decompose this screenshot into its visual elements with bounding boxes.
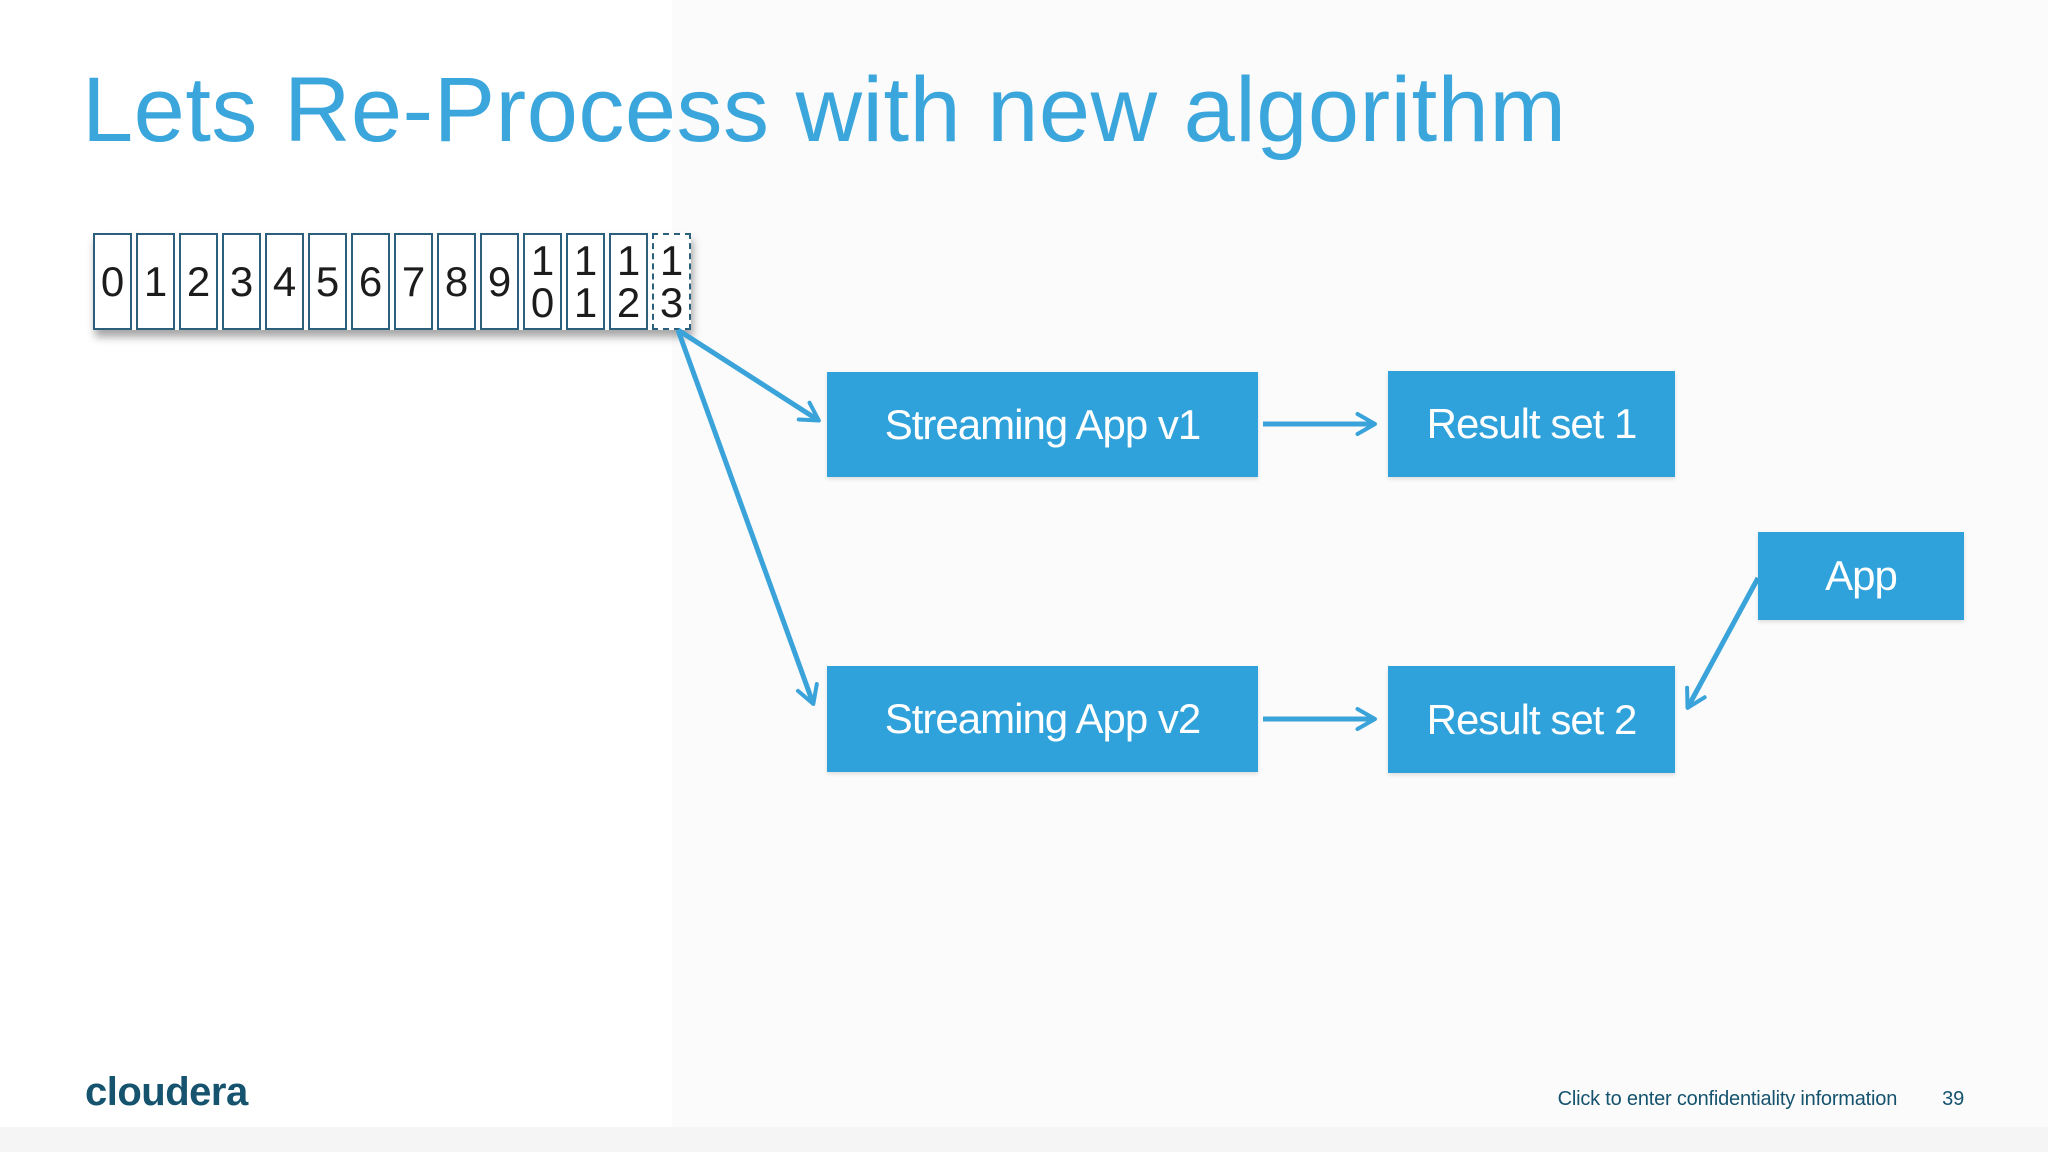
node-result-set-2: Result set 2 [1388, 666, 1675, 773]
arrow-app-to-result-set-2 [1685, 576, 1761, 710]
slide-footer: Click to enter confidentiality informati… [1557, 1088, 1965, 1111]
buffer-cell-4: 4 [265, 233, 304, 330]
background-tint-bottom [0, 1127, 2048, 1152]
buffer-cell-5: 5 [308, 233, 347, 330]
node-result-set-1-label: Result set 1 [1426, 400, 1638, 447]
buffer-cell-2: 2 [179, 233, 218, 330]
buffer-cell-7: 7 [394, 233, 433, 330]
buffer-cell-10: 10 [523, 233, 562, 330]
node-streaming-app-v1-label: Streaming App v1 [884, 400, 1202, 448]
cloudera-logo: cloudera [85, 1070, 248, 1114]
node-result-set-2-label: Result set 2 [1426, 695, 1638, 743]
buffer-cell-0: 0 [93, 233, 132, 330]
node-streaming-app-v1: Streaming App v1 [827, 372, 1258, 477]
buffer-cell-12: 12 [609, 233, 648, 330]
node-streaming-app-v2-label: Streaming App v2 [884, 695, 1202, 742]
buffer-cell-1: 1 [136, 233, 175, 330]
buffer-cell-8: 8 [437, 233, 476, 330]
node-app-label: App [1825, 552, 1898, 599]
buffer-cell-9: 9 [480, 233, 519, 330]
confidentiality-text: Click to enter confidentiality informati… [1557, 1088, 1898, 1110]
node-app: App [1758, 532, 1964, 620]
page-number: 39 [1942, 1088, 1964, 1110]
node-result-set-1: Result set 1 [1388, 371, 1675, 477]
buffer-cell-3: 3 [222, 233, 261, 330]
slide-title: Lets Re-Process with new algorithm [82, 59, 1567, 161]
buffer-cell-11: 11 [566, 233, 605, 330]
node-streaming-app-v2: Streaming App v2 [827, 666, 1258, 772]
arrow-buffer-to-streaming-v1 [676, 327, 821, 423]
arrow-buffer-to-streaming-v2 [675, 329, 819, 706]
buffer-cell-13: 13 [652, 233, 691, 330]
buffer-cell-6: 6 [351, 233, 390, 330]
